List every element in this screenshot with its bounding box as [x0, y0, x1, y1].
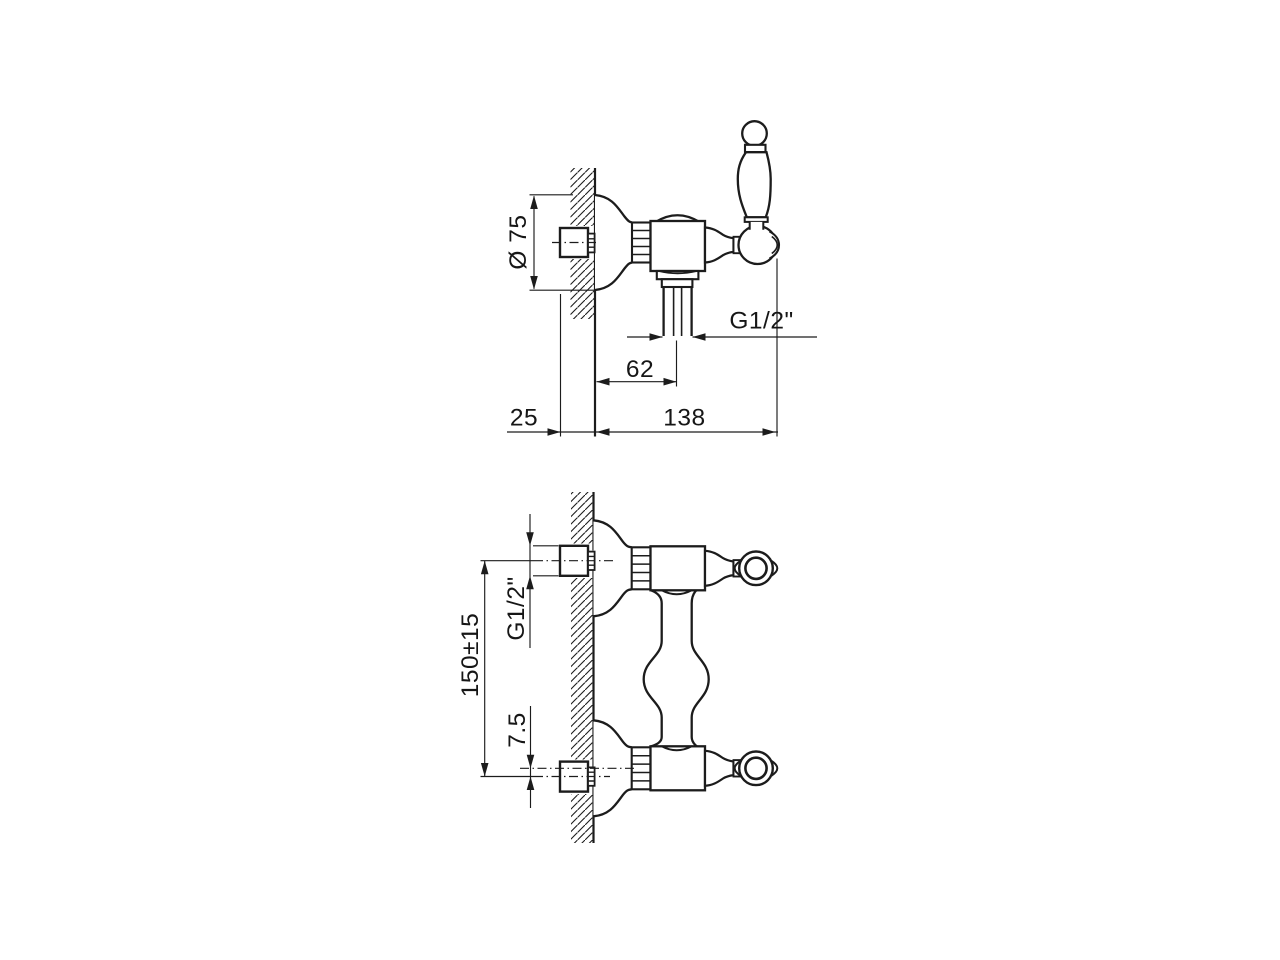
dim-line-inlet-thread: [529, 514, 559, 648]
arrow-down-icon: [526, 754, 535, 769]
handle-upper: [703, 549, 779, 587]
wall-hatch: [570, 168, 595, 226]
front-view: G1/2" 150±15 7.5: [457, 492, 779, 843]
escutcheon-upper: [593, 519, 632, 618]
arrow-right-icon: [649, 333, 663, 341]
arrow-left-icon: [596, 377, 610, 386]
top-view: Ø 75 G1/2" 62 25 138: [505, 120, 817, 437]
connecting-tube: [642, 584, 710, 753]
handle-lower: [703, 749, 779, 787]
arrow-down-icon: [480, 763, 489, 777]
centerlines-front-view: [480, 560, 637, 778]
outlet-pipe: [662, 287, 693, 336]
dim-label-62: 62: [626, 356, 654, 383]
valve-body-upper: [649, 545, 707, 596]
dim-label-25: 25: [510, 405, 538, 432]
wall-hatch: [571, 794, 594, 843]
valve-body: [649, 214, 707, 289]
thread-section-lower: [630, 746, 652, 791]
dimension-labels-front-view: G1/2" 150±15 7.5: [457, 576, 531, 747]
lever-handle: [736, 120, 772, 230]
dim-label-138: 138: [663, 405, 705, 432]
arrow-left-icon: [596, 428, 610, 436]
escutcheon: [594, 193, 633, 292]
dimension-lines-front-view: [484, 514, 559, 808]
arrow-up-icon: [530, 195, 538, 209]
arrow-down-icon: [530, 276, 538, 290]
dim-line-diameter: [529, 194, 596, 291]
arrow-right-icon: [663, 377, 677, 386]
dim-line-25-138: [507, 258, 778, 437]
dim-label-inlet-thread: G1/2": [503, 576, 530, 640]
arrow-up-icon: [526, 575, 534, 590]
handle-grip: [736, 151, 772, 219]
arrowheads-front-view: [480, 532, 535, 790]
dim-label-outlet-thread: G1/2": [729, 308, 793, 335]
thread-section-upper: [630, 546, 652, 591]
arrow-right-icon: [547, 428, 561, 436]
outlet-nut: [660, 278, 694, 289]
handle-hub: [703, 224, 781, 266]
handle-base-ring: [743, 216, 769, 223]
wall-hatch: [571, 492, 594, 544]
wall-hatch: [571, 578, 594, 760]
arrowheads-top-view: [530, 195, 776, 436]
dim-label-7-5: 7.5: [504, 712, 531, 748]
wall-hatch: [570, 259, 595, 319]
dimension-lines-top-view: [507, 194, 817, 437]
arrow-right-icon: [762, 428, 776, 436]
arrow-up-icon: [526, 776, 535, 790]
dim-label-diameter: Ø 75: [505, 214, 532, 269]
dim-line-62: [596, 340, 678, 387]
arrow-down-icon: [526, 532, 534, 546]
thread-section: [630, 221, 652, 264]
dim-label-150: 150±15: [457, 613, 484, 698]
valve-body-lower: [649, 745, 707, 792]
handle-knob: [741, 120, 768, 147]
wall-section-top-view: [570, 168, 597, 437]
arrow-left-icon: [692, 333, 706, 341]
arrow-up-icon: [480, 560, 489, 575]
dimension-labels-top-view: Ø 75 G1/2" 62 25 138: [505, 214, 793, 432]
inlet-fitting: [552, 226, 599, 259]
